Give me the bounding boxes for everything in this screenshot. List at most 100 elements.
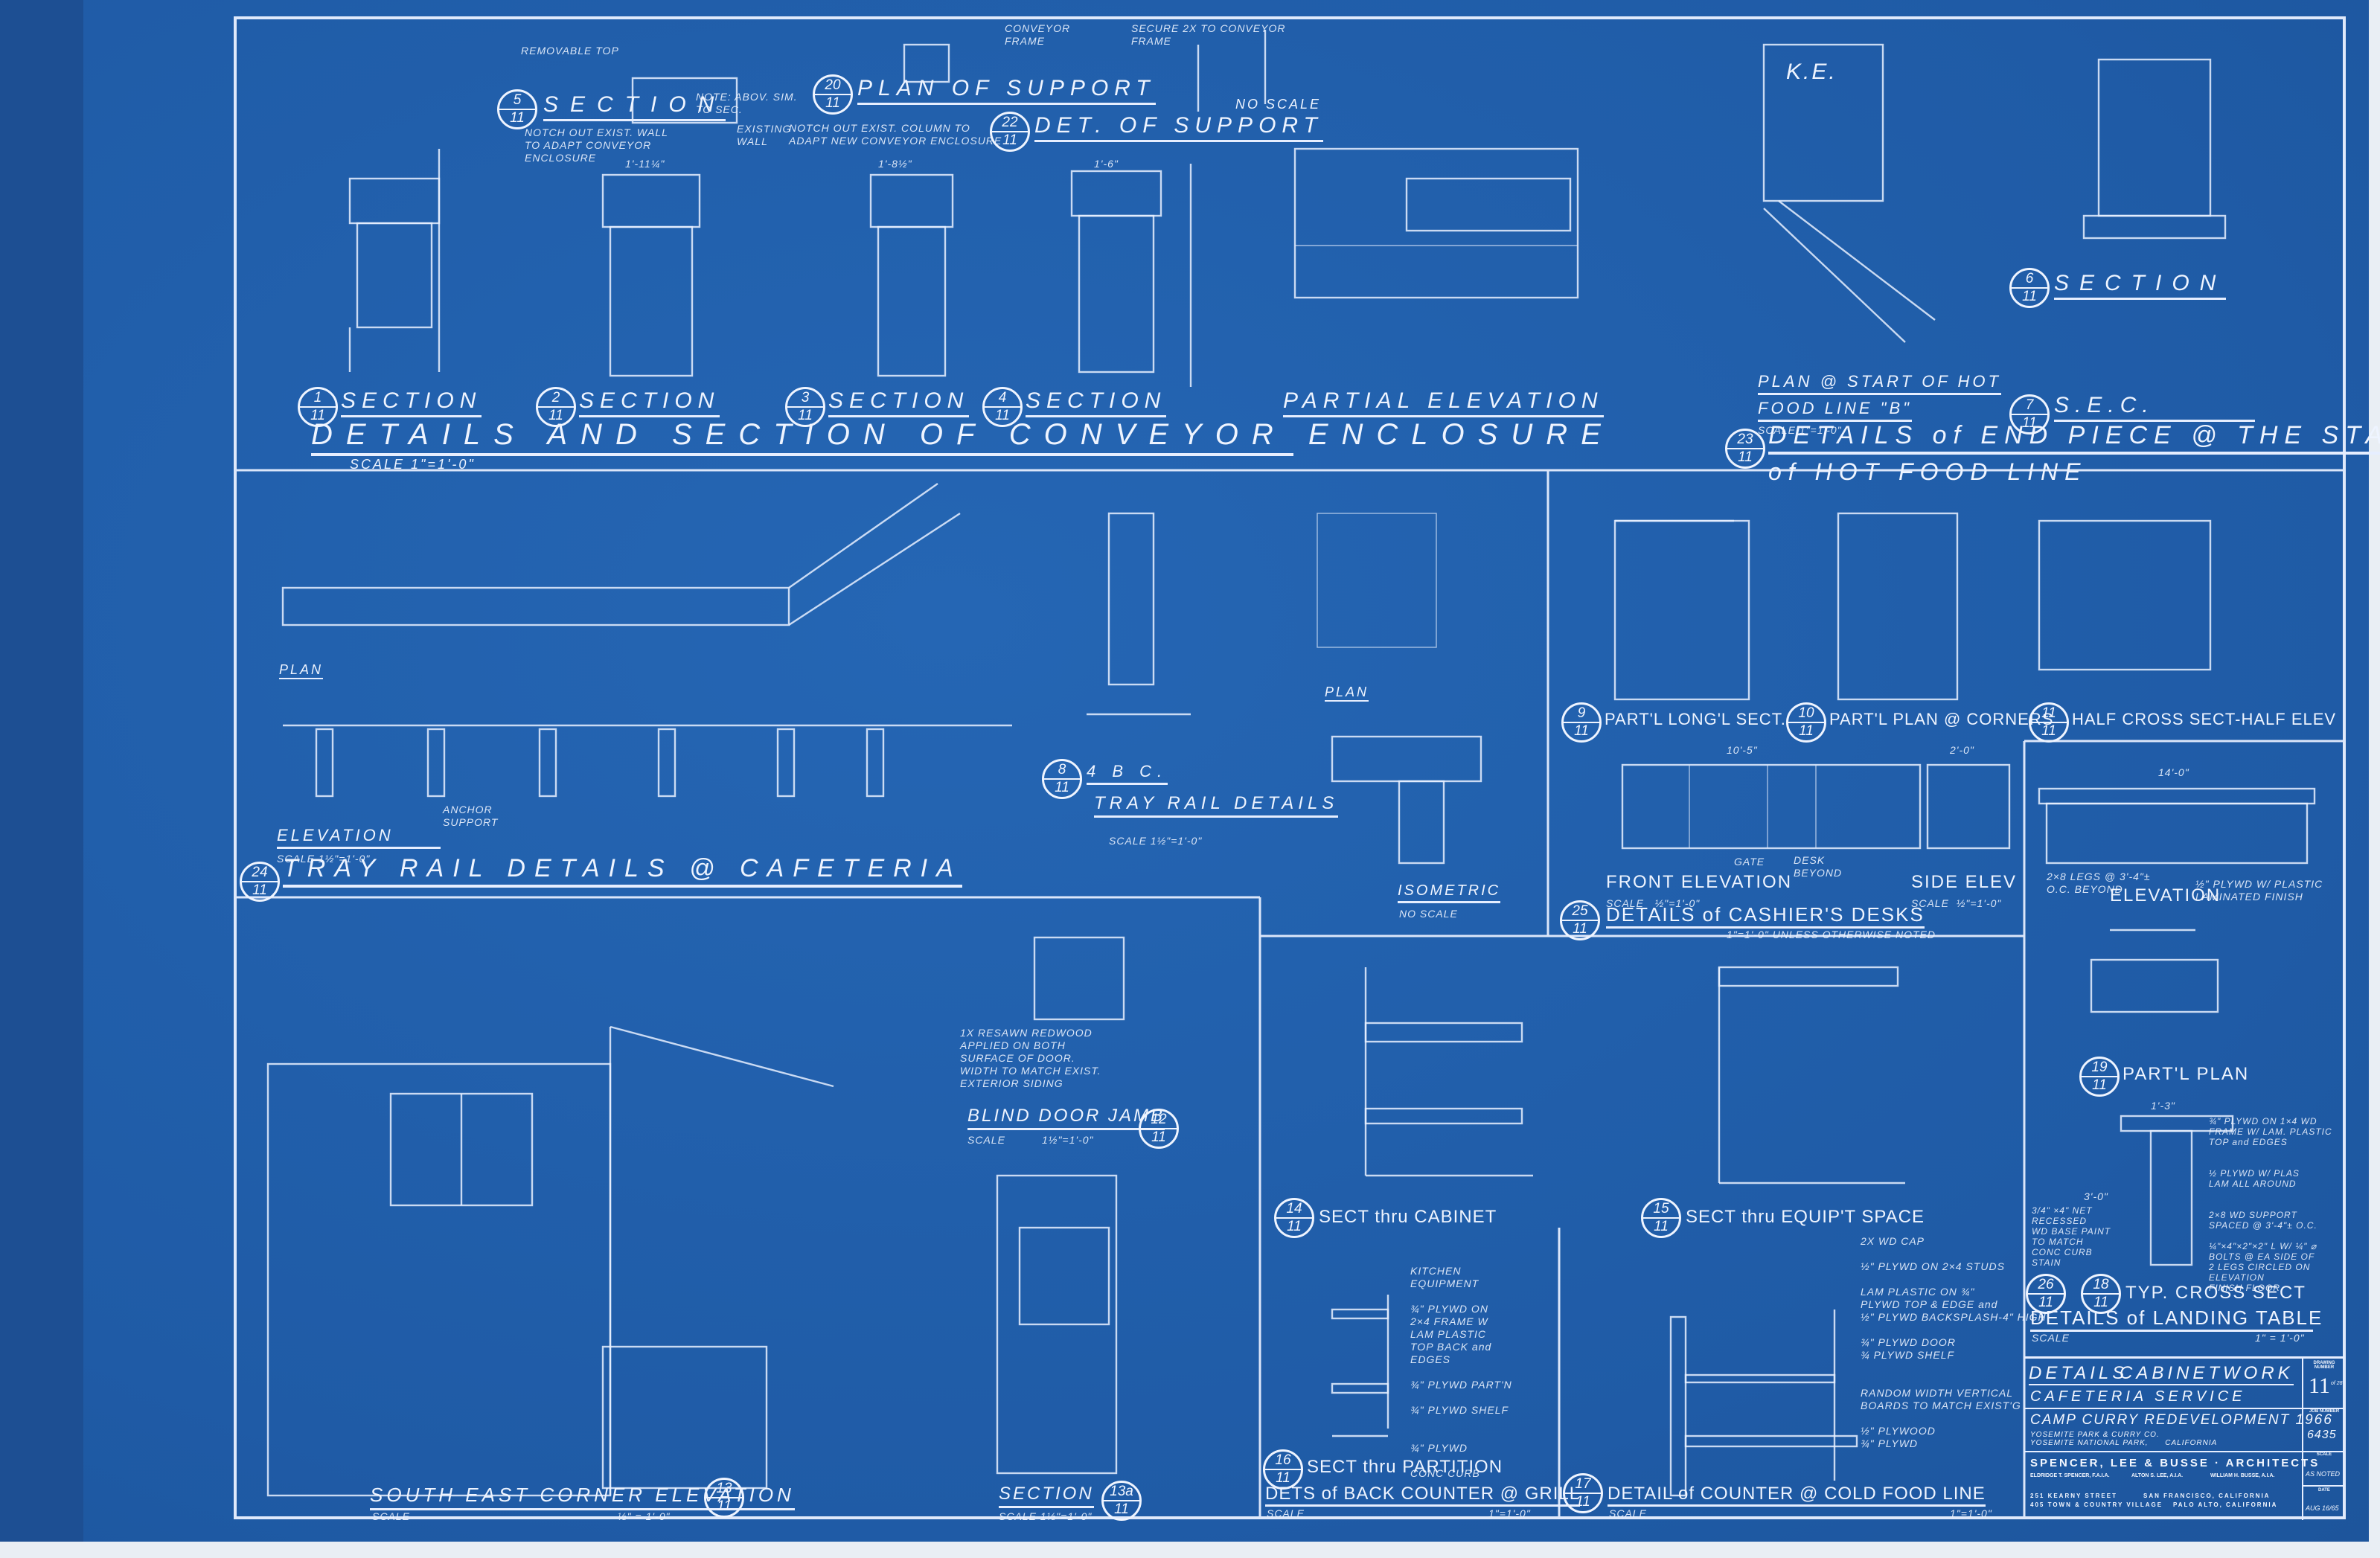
section-1-title: SECTION <box>341 388 482 417</box>
callout-number: 1 <box>300 390 336 408</box>
panel-dividers <box>235 469 2344 1518</box>
tray-elevation-scale: SCALE 1½"=1'-0" <box>277 853 371 865</box>
section-6-title: SECTION <box>2054 271 2227 300</box>
blind-door-notes: 1X RESAWN REDWOOD APPLIED ON BOTH SURFAC… <box>960 1027 1101 1089</box>
landing-dim: 14'-0" <box>2158 766 2189 778</box>
no-scale-note: NO SCALE <box>1235 97 1322 112</box>
callout-number: 22 <box>992 115 1028 132</box>
callout-number: 3 <box>787 390 823 408</box>
title-block: DETAILS CABINETWORK CAFETERIA SERVICE CA… <box>2024 1356 2344 1520</box>
address-1-city: SAN FRANCISCO, CALIFORNIA <box>2143 1493 2271 1499</box>
callout-sheet: 11 <box>1055 780 1069 795</box>
firm-name: SPENCER, LEE & BUSSE · ARCHITECTS <box>2030 1457 2320 1469</box>
callout-sheet: 11 <box>2093 1295 2108 1310</box>
cashier-desks-scale: 1"=1'-0" UNLESS OTHERWISE NOTED <box>1727 929 1936 940</box>
section-14-title: SECT thru CABINET <box>1319 1207 1497 1227</box>
callout-sheet: 11 <box>1276 1470 1290 1486</box>
end-piece-title-line1: DETAILS of END PIECE @ THE START <box>1768 421 2380 455</box>
ke-label: K.E. <box>1786 60 1837 84</box>
dim-1: 1'-11¼" <box>625 158 665 170</box>
callout-number: 13a <box>1104 1484 1139 1501</box>
partition-notes: KITCHEN EQUIPMENT ¾" PLYWD ON 2×4 FRAME … <box>1410 1265 1512 1479</box>
anchor-support-note: ANCHOR SUPPORT <box>443 804 499 828</box>
callout-sheet: 11 <box>548 408 563 423</box>
callout-sheet: 11 <box>2092 1077 2107 1093</box>
landing-elevation-title: ELEVATION <box>2110 885 2221 905</box>
section-9-title: PART'L LONG'L SECT. <box>1605 710 1786 728</box>
conveyor-scale: SCALE 1"=1'-0" <box>350 457 476 472</box>
se-corner-scale-label: SCALE <box>372 1510 410 1522</box>
cashier-dim-total: 10'-5" <box>1727 744 1758 756</box>
section-13a-title: SECTION <box>999 1484 1094 1508</box>
callout-sheet: 11 <box>1738 449 1753 465</box>
note-existing-wall: EXISTING WALL <box>737 123 792 147</box>
callout-sheet: 11 <box>2041 723 2056 739</box>
plan-of-support-title: PLAN OF SUPPORT <box>857 76 1156 105</box>
callout-number: 11 <box>2031 705 2067 723</box>
address-2-city: PALO ALTO, CALIFORNIA <box>2173 1501 2278 1508</box>
blind-door-scale: 1½"=1'-0" <box>1042 1134 1094 1146</box>
cold-food-notes: 2X WD CAP ½" PLYWD ON 2×4 STUDS LAM PLAS… <box>1861 1235 2047 1449</box>
note-notch-column: NOTCH OUT EXIST. COLUMN TO ADAPT NEW CON… <box>789 122 1002 147</box>
callout-sheet: 11 <box>1654 1219 1669 1234</box>
callout-sheet: 11 <box>2022 415 2037 431</box>
side-elev-title: SIDE ELEV <box>1911 872 2018 892</box>
cold-food-title: DETAIL of COUNTER @ COLD FOOD LINE <box>1608 1484 1986 1507</box>
plywood-note: ½" PLYWD W/ PLASTIC LAMINATED FINISH <box>2195 878 2323 903</box>
callout-sheet: 11 <box>1002 132 1017 148</box>
conveyor-enclosure-title: DETAILS AND SECTION OF CONVEYOR ENCLOSUR… <box>311 418 1601 456</box>
job-number-label: JOB NUMBER <box>2309 1409 2340 1414</box>
gate-label: GATE <box>1734 856 1765 868</box>
callout-number: 26 <box>2028 1277 2064 1295</box>
scale-value: AS NOTED <box>2306 1470 2341 1478</box>
callout-number: 9 <box>1564 705 1599 723</box>
desk-beyond-label: DESK BEYOND <box>1794 854 1843 879</box>
callout-sheet: 11 <box>510 110 525 126</box>
callout-sheet: 11 <box>252 882 267 898</box>
callout-number: 23 <box>1727 432 1763 449</box>
isometric-scale: NO SCALE <box>1399 908 1458 920</box>
title-block-divider <box>2024 1408 2344 1409</box>
cashier-desk-drawing <box>1613 512 2316 865</box>
callout-number: 4 <box>985 390 1020 408</box>
callout-sheet: 11 <box>1151 1129 1166 1145</box>
callout-sheet: 11 <box>1576 1494 1590 1510</box>
binding-edge <box>0 0 83 1542</box>
title-block-divider <box>2024 1451 2344 1452</box>
side-elev-scale: SCALE ½"=1'-0" <box>1911 897 2002 909</box>
cold-food-scale-label: SCALE <box>1609 1507 1647 1519</box>
section-15-title: SECT thru EQUIP'T SPACE <box>1686 1207 1925 1227</box>
drawing-number-label: DRAWING NUMBER <box>2313 1361 2335 1370</box>
cashier-desks-title: DETAILS of CASHIER'S DESKS <box>1606 903 1925 929</box>
address-2-street: 405 TOWN & COUNTRY VILLAGE <box>2030 1501 2163 1508</box>
address-1-street: 251 KEARNY STREET <box>2030 1493 2117 1499</box>
landing-scale-label: SCALE <box>2032 1332 2070 1344</box>
note-notch-wall: NOTCH OUT EXIST. WALL TO ADAPT CONVEYOR … <box>525 126 668 164</box>
drawing-subtitle: CAFETERIA SERVICE <box>2030 1388 2246 1405</box>
drawing-title-part2: CABINETWORK <box>2120 1363 2294 1385</box>
landing-table-title: DETAILS of LANDING TABLE <box>2030 1307 2321 1332</box>
landing-width-dim: 1'-3" <box>2151 1100 2175 1112</box>
se-corner-elevation-drawing <box>266 936 1125 1497</box>
callout-number: 12 <box>1141 1112 1177 1129</box>
project-name: CAMP CURRY REDEVELOPMENT 1966 <box>2030 1412 2333 1428</box>
callout-number: 7 <box>2012 397 2047 415</box>
callout-number: 6 <box>2012 271 2047 289</box>
landing-scale: 1" = 1'-0" <box>2255 1332 2305 1344</box>
partner-1: ELDRIDGE T. SPENCER, F.A.I.A. <box>2030 1473 2110 1478</box>
tray-rail-details-title: TRAY RAIL DETAILS <box>1094 793 1339 818</box>
